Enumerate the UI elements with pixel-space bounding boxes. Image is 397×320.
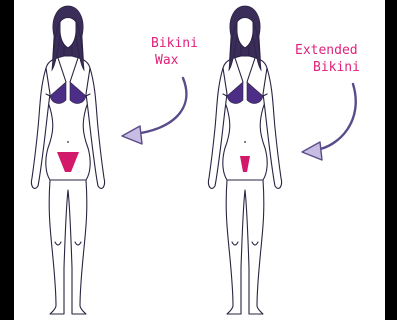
label-bikini: Bikini [151, 36, 198, 51]
label-extended: Extended [295, 43, 358, 58]
label-bikini-2: Bikini [313, 60, 360, 75]
label-wax: Wax [155, 53, 179, 68]
